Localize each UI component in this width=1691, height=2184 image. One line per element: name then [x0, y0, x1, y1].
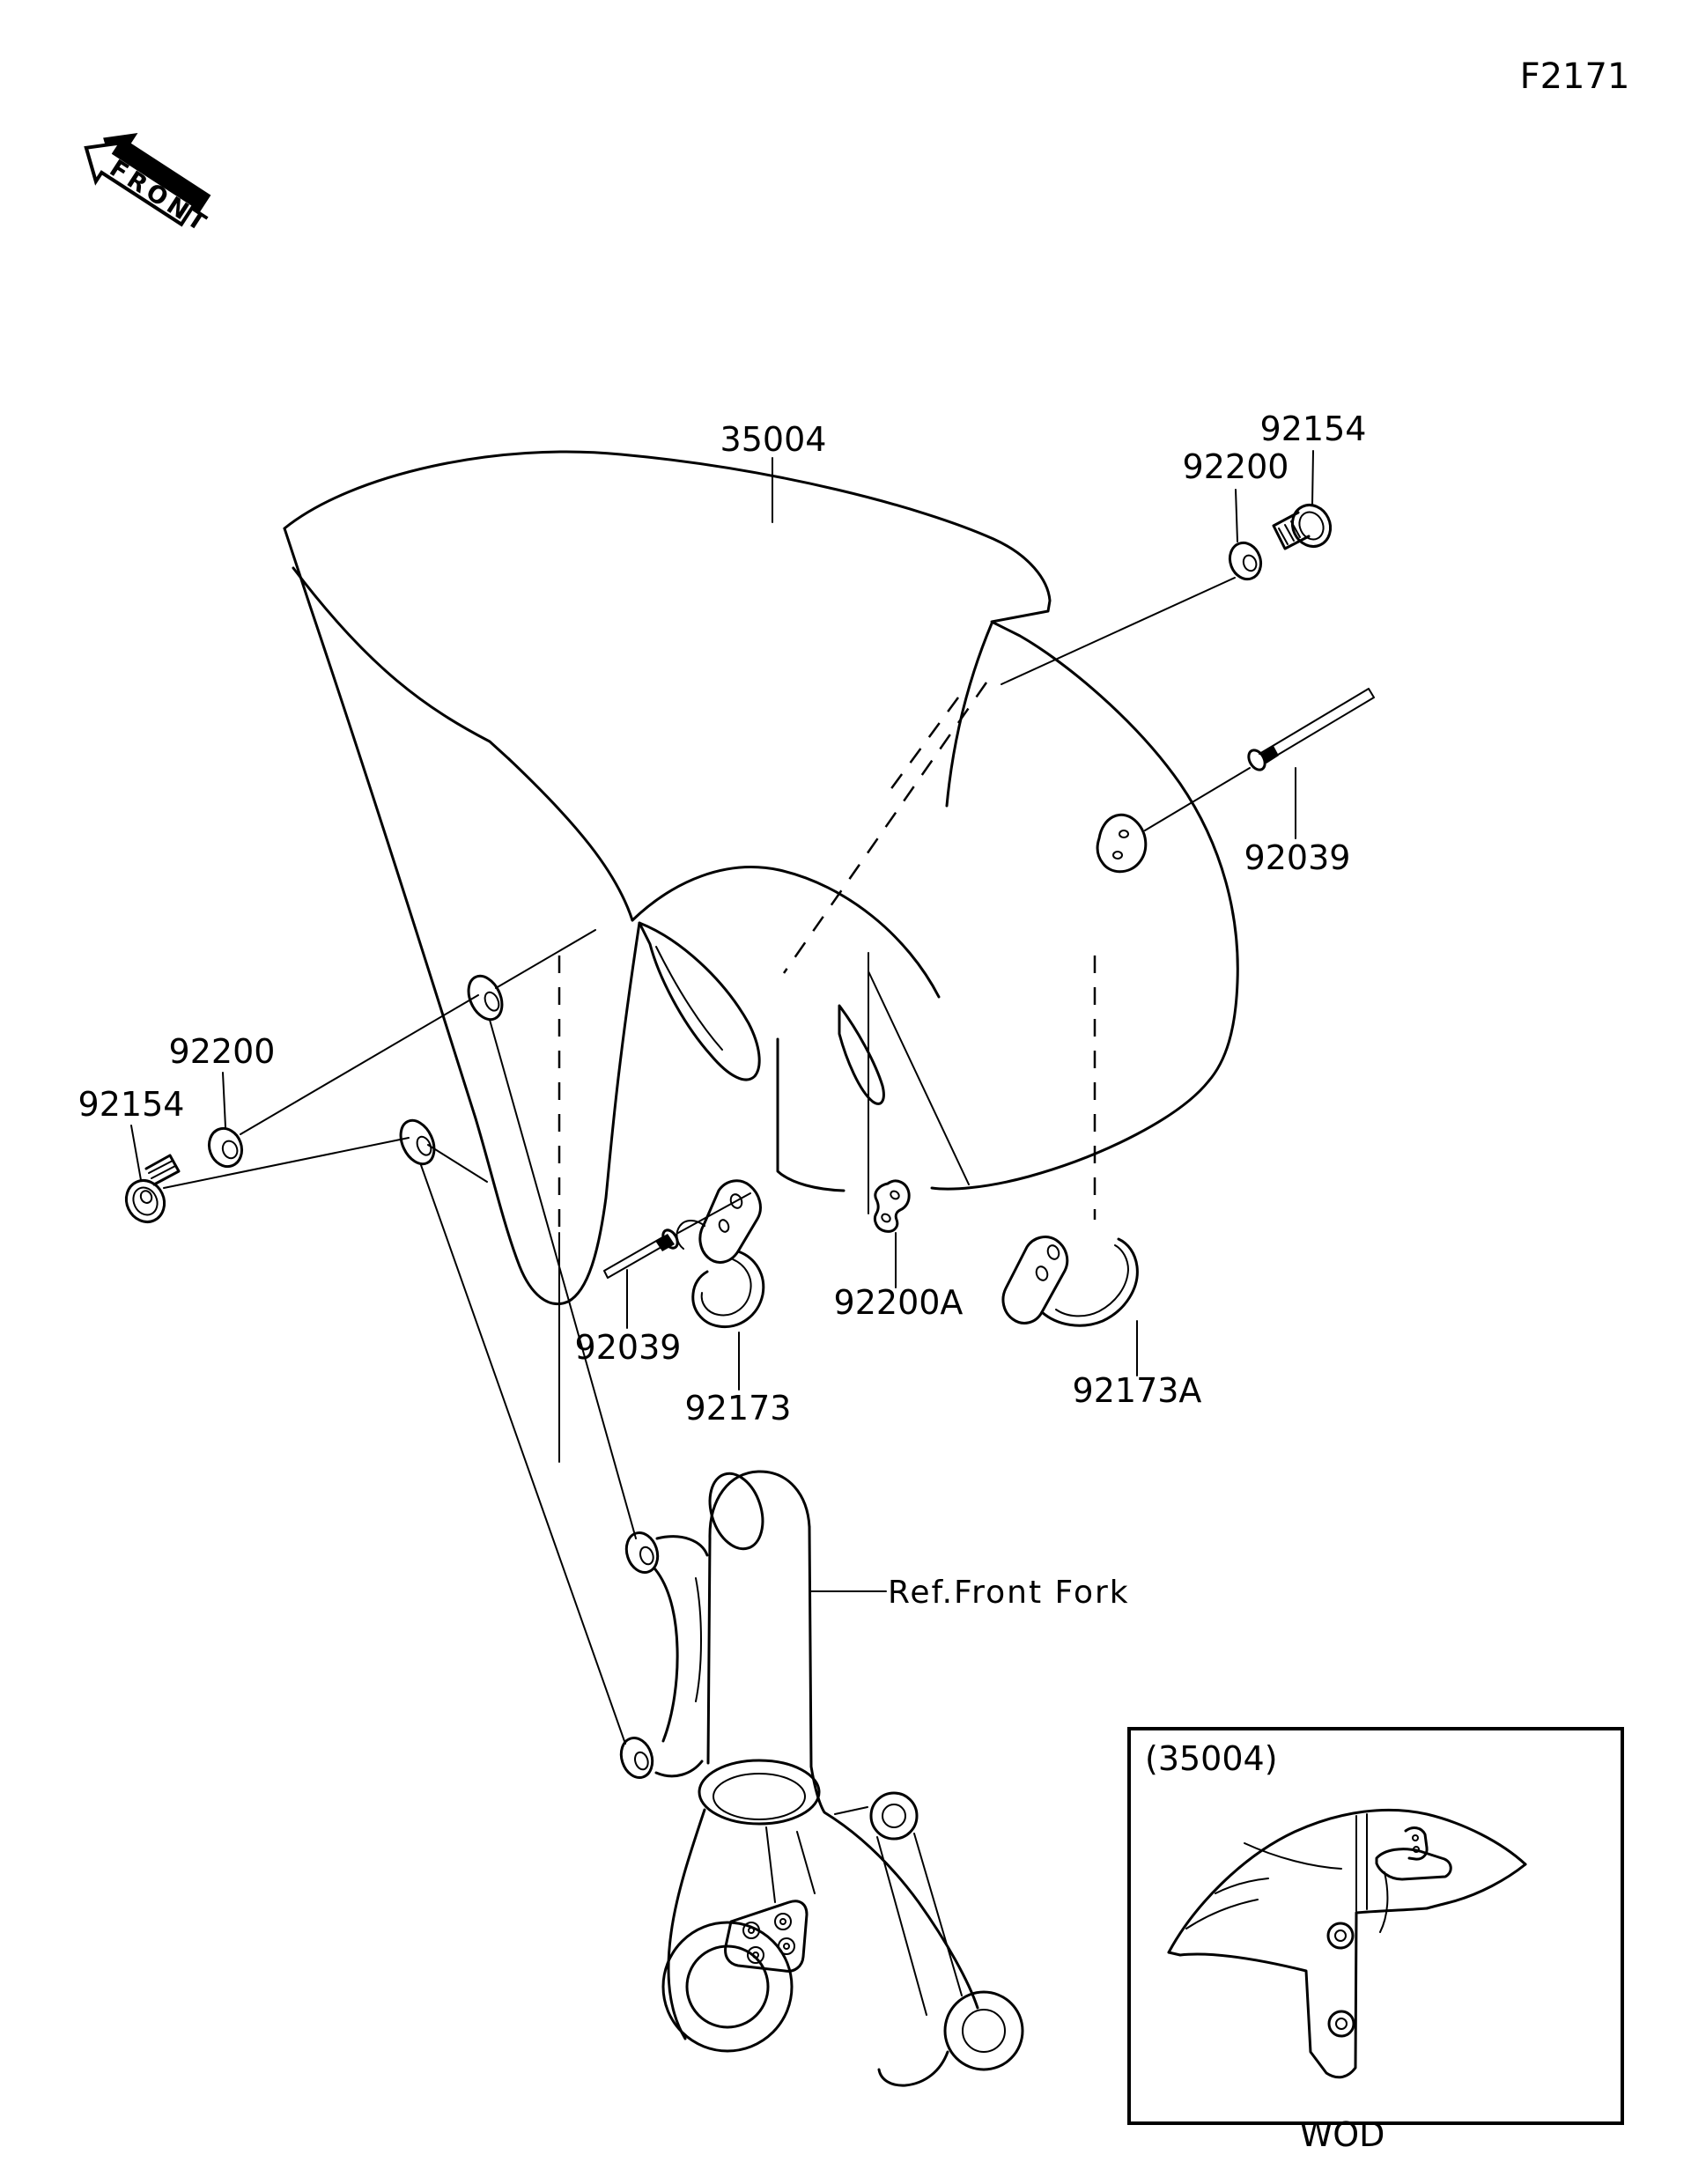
screw-threads-left — [148, 1160, 176, 1179]
front-fork-drawing — [619, 1470, 1024, 2087]
fork-collar-inner — [713, 1773, 806, 1820]
clamp-plate — [698, 1179, 762, 1264]
fender-left-blade — [283, 527, 641, 1306]
fender-saddle — [631, 866, 941, 999]
projection-line-lower — [420, 1164, 626, 1745]
fender-stay-blade — [638, 921, 761, 1081]
fastener-screw-left — [124, 1125, 181, 1223]
pin-right-shaft — [1259, 688, 1375, 764]
fork-bracket-bottom — [654, 1760, 704, 1778]
fastener-clamp — [676, 1179, 765, 1391]
leader-screw-left — [130, 1125, 142, 1181]
clamp-hook-inner — [700, 1258, 752, 1317]
axis-washer-left — [240, 994, 479, 1135]
part-label-92200-top: 92200 — [1183, 447, 1289, 486]
fender-hole-lower — [399, 1118, 436, 1166]
part-labels: 35004 92154 92200 92039 92200 92154 9203… — [78, 410, 1385, 2154]
fender-fold-1 — [292, 566, 511, 761]
clamp-tab — [676, 1220, 705, 1250]
fender-boss — [1096, 813, 1148, 874]
screw-shank-left — [144, 1154, 181, 1186]
fork-tube-top — [708, 1470, 811, 1540]
part-label-92154-top: 92154 — [1260, 410, 1367, 448]
pin-right-tip — [1144, 767, 1251, 831]
inset-border — [1127, 1727, 1624, 2125]
fork-boss-upper — [869, 1791, 919, 1841]
inset-box — [1127, 1727, 1624, 2125]
fork-casting-lines — [765, 1826, 816, 1903]
fender-panel-edge-d — [868, 970, 970, 1185]
part-label-92200A: 92200A — [834, 1283, 964, 1322]
part-label-92173A: 92173A — [1073, 1371, 1202, 1410]
part-label-92173: 92173 — [685, 1389, 792, 1428]
fender-center-edge — [776, 1037, 846, 1192]
fastener-pin-center — [603, 1192, 751, 1329]
part-label-35004: 35004 — [720, 420, 827, 459]
hidden-line-2 — [883, 697, 960, 798]
part-label-92039-center: 92039 — [575, 1328, 682, 1367]
fender-stay-inner — [655, 946, 723, 1051]
fender-hole-upper — [467, 974, 504, 1022]
part-label-92200-left: 92200 — [169, 1032, 276, 1071]
front-fender-drawing — [163, 450, 1239, 1745]
axis-screw-left — [163, 1137, 410, 1189]
fastener-screw-top-right — [1272, 450, 1333, 550]
fork-bracket-top — [655, 1535, 709, 1557]
fender-boss-mark-2 — [1112, 851, 1123, 860]
front-arrow-shadow — [103, 133, 211, 215]
axis-washer-top — [1001, 577, 1236, 685]
screw-shank-tr — [1272, 511, 1311, 550]
pin-center-shaft — [603, 1236, 668, 1279]
fork-tube-bore — [708, 1472, 764, 1551]
fork-tube-sides — [706, 1525, 813, 1768]
fastener-washer-center — [873, 1179, 911, 1288]
figure-code: F2171 — [1520, 56, 1630, 97]
pin-right-band — [1261, 746, 1279, 764]
fender-silhouette — [283, 450, 1239, 1191]
fastener-washer-top-right — [1228, 489, 1263, 581]
inset-view-code: WOD — [1300, 2115, 1385, 2154]
screw-threads-tr — [1278, 520, 1301, 545]
fork-web-right — [809, 1765, 979, 2010]
washer-center-body — [873, 1179, 911, 1233]
leader-screw-top-right — [1311, 450, 1314, 506]
leader-washer-top-right — [1235, 489, 1238, 542]
fender-boss-mark-1 — [1119, 830, 1129, 838]
part-label-92039-right: 92039 — [1244, 838, 1351, 877]
leader-washer-left — [222, 1072, 226, 1128]
clamp-hook — [691, 1250, 765, 1329]
front-arrow-face — [84, 140, 196, 227]
axis-washer-left-ext — [495, 929, 596, 989]
fork-axle-ring-outer — [661, 1921, 794, 2053]
projection-line-upper — [489, 1019, 637, 1539]
fastener-clamp-right — [1001, 1236, 1139, 1376]
clamp-right-hook-inner — [1055, 1244, 1130, 1317]
fork-struts — [834, 1806, 963, 2016]
fork-plate — [724, 1900, 809, 1973]
fastener-washer-left — [207, 1072, 244, 1169]
fork-bracket-inner — [695, 1577, 702, 1702]
pin-center-band — [655, 1234, 675, 1251]
fork-casting-left — [667, 1808, 706, 2040]
fender-crease-right — [945, 622, 993, 808]
part-label-92154-left: 92154 — [78, 1085, 185, 1124]
fork-bracket-outer — [654, 1568, 679, 1743]
inset-fender-drawing — [1167, 1808, 1527, 2079]
fender-rib — [838, 1004, 885, 1105]
inset-caption: (35004) — [1145, 1739, 1278, 1778]
fork-boss-lower — [943, 1990, 1024, 2071]
axis-screw-left-ext — [427, 1144, 488, 1183]
clamp-right-hook — [1040, 1237, 1139, 1327]
ref-front-fork-label: Ref.Front Fork — [888, 1575, 1130, 1611]
front-arrow: FRONT — [84, 133, 214, 239]
fork-bottom-tip — [877, 2050, 949, 2087]
fastener-pin-right — [1144, 688, 1375, 839]
fork-axle-ring-inner — [685, 1944, 770, 2029]
fork-collar-outer — [698, 1759, 821, 1826]
hidden-line-1 — [782, 682, 988, 974]
fender-fold-2 — [507, 757, 634, 922]
pin-center-axis — [677, 1192, 751, 1234]
